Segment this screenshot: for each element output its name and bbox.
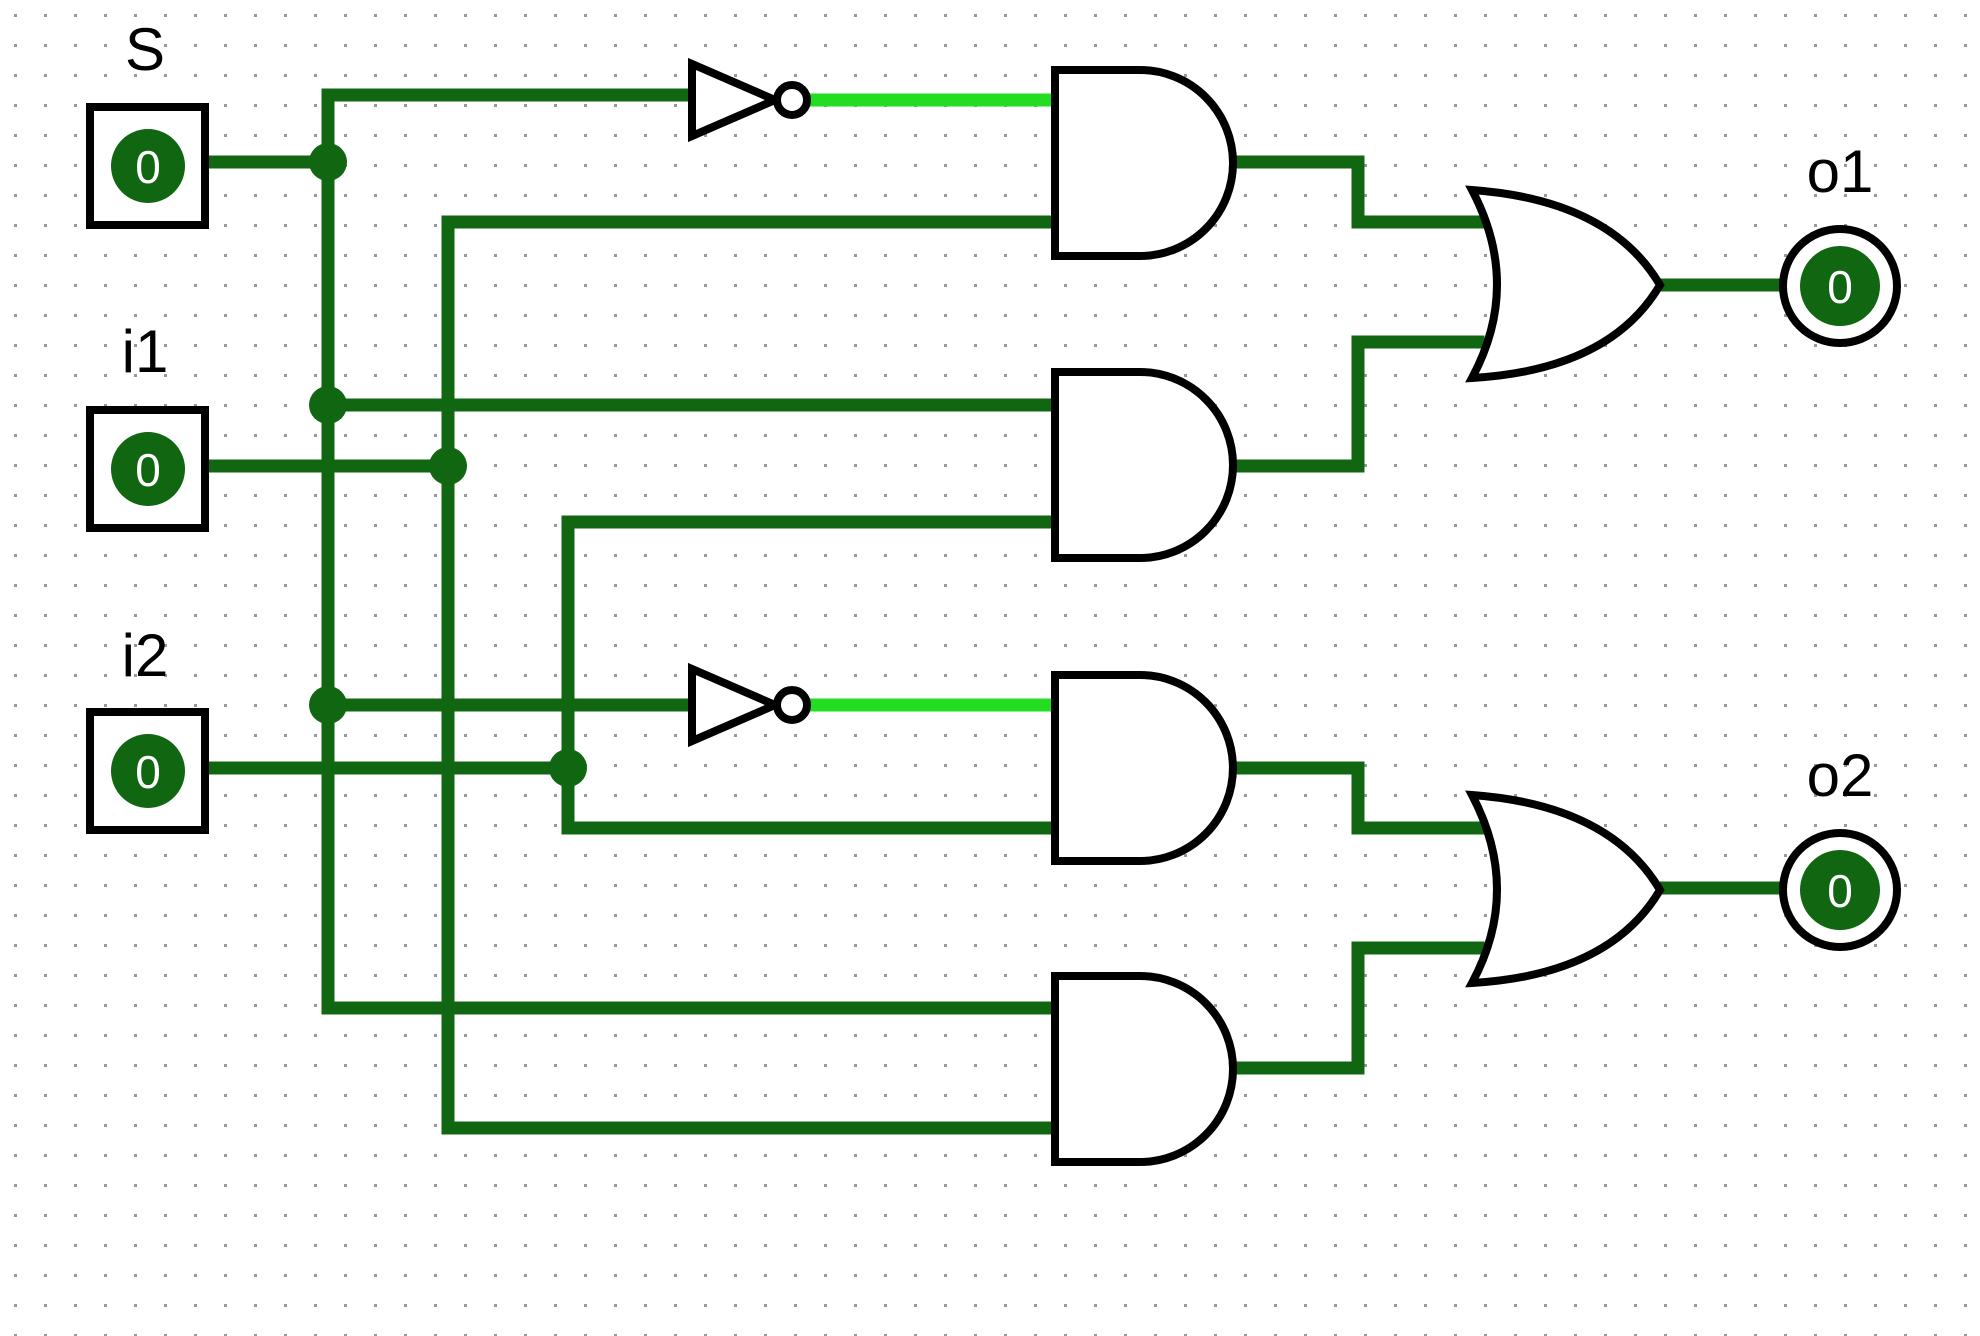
input-pin-i1[interactable]: 0 <box>86 406 209 532</box>
and-gate-icon[interactable] <box>1051 368 1237 562</box>
wire-and4-to-or2[interactable] <box>1228 941 1485 1075</box>
input-label-i1: i1 <box>122 318 169 385</box>
input-pin-fill <box>111 432 185 506</box>
junction-dot <box>429 447 467 485</box>
not-gate-icon <box>688 57 786 143</box>
not-gate-2[interactable] <box>688 662 811 748</box>
and-gate-icon[interactable] <box>1051 972 1237 1166</box>
junction-dot <box>309 143 347 181</box>
not-gate-icon <box>688 662 786 748</box>
input-pin-value: 0 <box>135 141 161 193</box>
not-gate-bubble <box>773 686 811 724</box>
junction-dot <box>309 386 347 424</box>
input-pin-s[interactable]: 0 <box>86 103 209 229</box>
high-wires <box>808 93 1055 712</box>
or-gate-icon[interactable] <box>1465 185 1665 383</box>
output-pin-value: 0 <box>1827 865 1853 917</box>
output-pin-fill <box>1800 850 1880 930</box>
output-pin-o1[interactable]: 0 <box>1779 225 1901 347</box>
input-pin-value: 0 <box>135 444 161 496</box>
output-label-o2: o2 <box>1807 742 1874 809</box>
input-pin-fill <box>111 129 185 203</box>
input-pin-fill <box>111 734 185 808</box>
input-pin-value: 0 <box>135 746 161 798</box>
output-label-o1: o1 <box>1807 138 1874 205</box>
input-label-s: S <box>125 16 165 83</box>
wires <box>198 88 1797 1135</box>
wire-and3-to-or2[interactable] <box>1228 761 1485 835</box>
output-pin-o2[interactable]: 0 <box>1779 829 1901 951</box>
and-gate-icon[interactable] <box>1051 671 1237 865</box>
and-gates <box>1051 66 1237 1166</box>
junctions <box>309 143 587 787</box>
junction-dot <box>309 686 347 724</box>
wire-and1-to-or1[interactable] <box>1228 155 1485 229</box>
output-pin-fill <box>1800 246 1880 326</box>
junction-dot <box>549 749 587 787</box>
input-label-i2: i2 <box>122 622 169 689</box>
not-gate-bubble <box>773 81 811 119</box>
output-pin-value: 0 <box>1827 261 1853 313</box>
input-pin-i2[interactable]: 0 <box>86 708 209 834</box>
or-gates <box>1465 185 1665 988</box>
and-gate-icon[interactable] <box>1051 66 1237 260</box>
not-gate-1[interactable] <box>688 57 811 143</box>
or-gate-icon[interactable] <box>1465 790 1665 988</box>
wire-and2-to-or1[interactable] <box>1228 335 1485 473</box>
input-pin-icon <box>86 103 209 229</box>
